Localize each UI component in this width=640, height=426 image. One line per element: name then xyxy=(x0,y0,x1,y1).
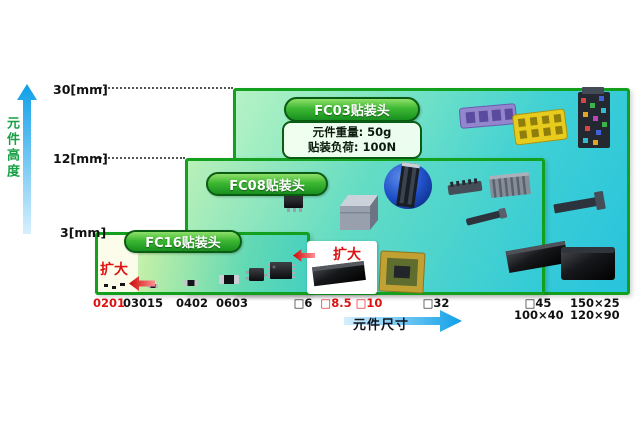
y-axis-label: 元件高度 xyxy=(4,116,19,180)
leader-line-30mm xyxy=(97,87,233,89)
leader-line-12mm xyxy=(97,157,185,159)
x-tick-0402: 0402 xyxy=(175,296,208,310)
fc03-spec-load: 贴装负荷: 100N xyxy=(307,140,397,154)
y-tick-3mm: 3[mm] xyxy=(60,225,107,240)
x-tick-sq32: □32 xyxy=(422,296,450,310)
x-tick-0603: 0603 xyxy=(215,296,248,310)
x-tick-0201: 0201 xyxy=(92,296,125,310)
zoom-arrow-right-icon xyxy=(293,249,315,262)
x-tick-03015: 03015 xyxy=(122,296,163,310)
x-tick-sq10: □10 xyxy=(355,296,383,310)
zoom-label-left: 扩大 xyxy=(100,262,128,278)
y-tick-30mm: 30[mm] xyxy=(53,82,108,97)
x-axis-label: 元件尺寸 xyxy=(353,318,410,333)
x-tick-sq6: □6 xyxy=(293,296,313,310)
y-axis-arrow xyxy=(17,84,37,234)
zoom-label-right: 扩大 xyxy=(333,247,361,263)
leader-line-3mm xyxy=(89,231,95,233)
y-tick-12mm: 12[mm] xyxy=(53,151,108,166)
fc03-head-label: FC03贴装头 xyxy=(284,97,420,122)
zoom-arrow-left-icon xyxy=(129,276,155,291)
fc03-spec-box: 元件重量: 50g 贴装负荷: 100N xyxy=(282,121,422,159)
x-tick-sq8-5: □8.5 xyxy=(320,296,352,310)
fc16-head-label: FC16贴装头 xyxy=(124,230,242,253)
fc03-spec-weight: 元件重量: 50g xyxy=(312,125,392,139)
x-axis-arrow xyxy=(344,310,462,332)
fc08-head-label: FC08贴装头 xyxy=(206,172,328,196)
